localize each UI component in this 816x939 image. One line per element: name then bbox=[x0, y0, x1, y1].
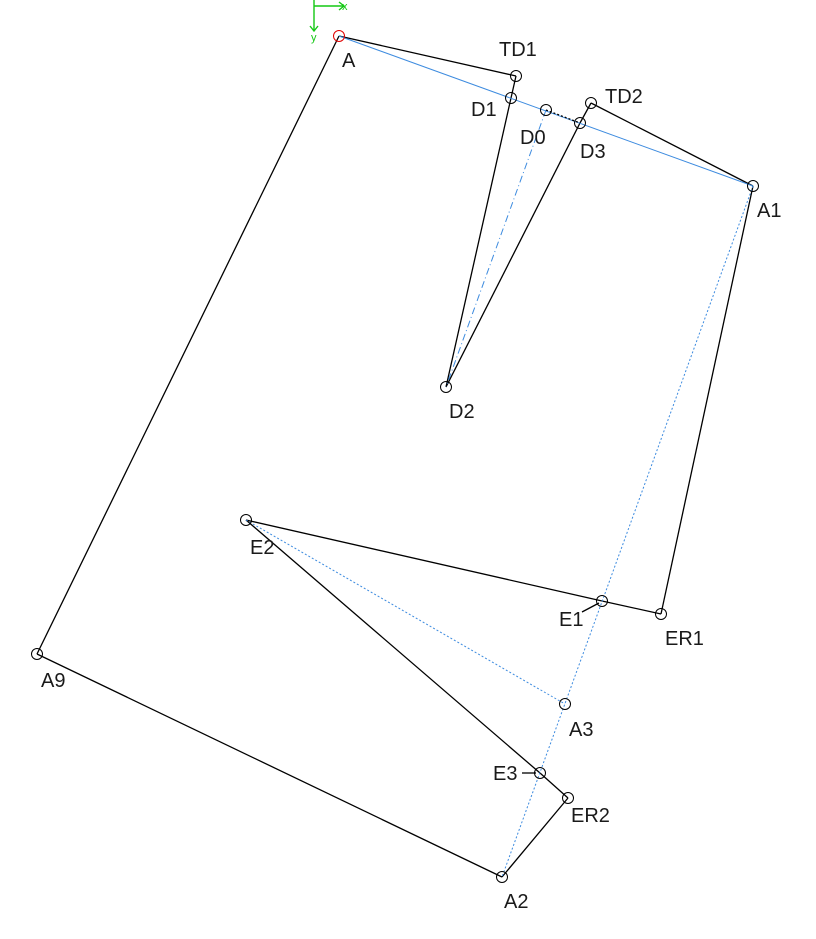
edge-d0-d2[interactable] bbox=[445, 109, 547, 388]
point-d3[interactable] bbox=[574, 117, 586, 129]
point-a1[interactable] bbox=[747, 180, 759, 192]
edge-er2-a2[interactable] bbox=[501, 797, 569, 878]
y-axis-arrowhead bbox=[309, 25, 319, 33]
edge-er1-e1[interactable] bbox=[601, 600, 662, 615]
x-axis-arrowhead bbox=[338, 1, 346, 11]
point-e2[interactable] bbox=[240, 514, 252, 526]
edge-a9-a[interactable] bbox=[36, 35, 340, 655]
edge-d1-d2[interactable] bbox=[445, 97, 512, 388]
point-a9[interactable] bbox=[31, 648, 43, 660]
coordinate-axes: x y bbox=[309, 0, 348, 44]
edge-a-td1[interactable] bbox=[338, 35, 517, 77]
pattern-points bbox=[31, 30, 759, 883]
point-label-e2: E2 bbox=[250, 537, 274, 559]
edge-td2-a1[interactable] bbox=[590, 102, 754, 187]
point-label-a3: A3 bbox=[569, 719, 593, 741]
edge-e2-e3[interactable] bbox=[245, 519, 541, 774]
point-label-d1: D1 bbox=[471, 99, 497, 121]
y-axis-label: y bbox=[311, 32, 317, 44]
point-a2[interactable] bbox=[496, 871, 508, 883]
point-label-e1: E1 bbox=[559, 609, 583, 631]
point-label-a: A bbox=[342, 50, 356, 72]
edge-a2-a9[interactable] bbox=[36, 653, 503, 878]
point-label-er2: ER2 bbox=[571, 805, 610, 827]
edge-e1-e2[interactable] bbox=[245, 519, 603, 602]
point-d2[interactable] bbox=[440, 381, 452, 393]
label-leader-e1 bbox=[581, 602, 600, 613]
point-td1[interactable] bbox=[510, 70, 522, 82]
edge-d2-d3[interactable] bbox=[445, 122, 581, 388]
x-axis-label: x bbox=[342, 1, 348, 13]
point-label-td2: TD2 bbox=[605, 86, 643, 108]
point-label-a9: A9 bbox=[41, 670, 65, 692]
point-a[interactable] bbox=[333, 30, 345, 42]
point-label-td1: TD1 bbox=[499, 39, 537, 61]
edge-d3-td2[interactable] bbox=[579, 102, 592, 124]
point-label-er1: ER1 bbox=[665, 628, 704, 650]
point-label-d2: D2 bbox=[449, 401, 475, 423]
point-label-d3: D3 bbox=[580, 141, 606, 163]
point-d0[interactable] bbox=[540, 104, 552, 116]
pattern-edges bbox=[36, 35, 754, 878]
point-label-a1: A1 bbox=[757, 200, 781, 222]
point-a3[interactable] bbox=[559, 698, 571, 710]
point-label-a2: A2 bbox=[504, 891, 528, 913]
edge-e2-a3[interactable] bbox=[245, 519, 566, 705]
point-e3[interactable] bbox=[534, 767, 546, 779]
point-d1[interactable] bbox=[505, 92, 517, 104]
edge-a1-a2[interactable] bbox=[501, 185, 754, 878]
edge-e3-er2[interactable] bbox=[539, 772, 569, 799]
point-label-e3: E3 bbox=[493, 763, 517, 785]
point-er1[interactable] bbox=[655, 608, 667, 620]
edge-td1-d1[interactable] bbox=[510, 75, 517, 99]
point-td2[interactable] bbox=[585, 97, 597, 109]
point-er2[interactable] bbox=[562, 792, 574, 804]
point-e1[interactable] bbox=[596, 595, 608, 607]
point-label-d0: D0 bbox=[520, 127, 546, 149]
edge-a1-er1[interactable] bbox=[660, 185, 754, 615]
